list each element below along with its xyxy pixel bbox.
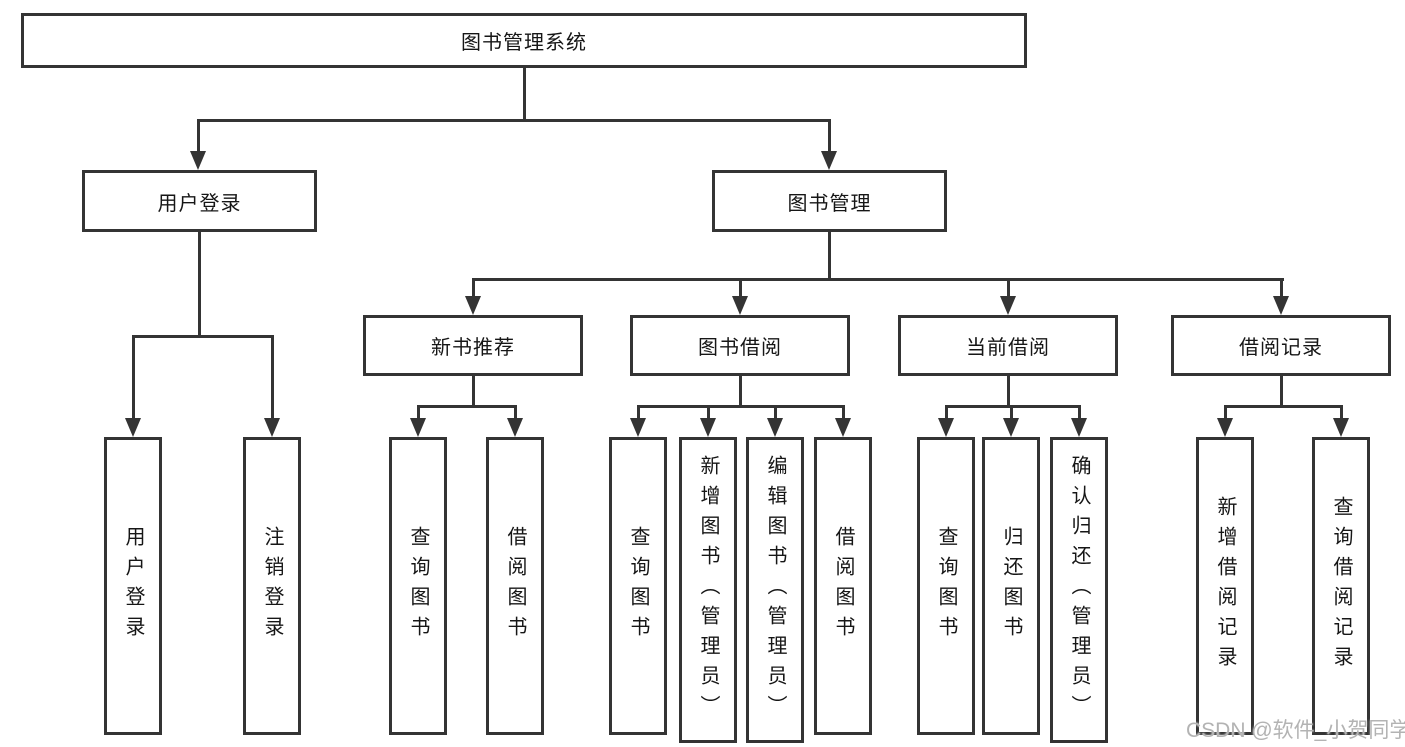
connector-line <box>472 278 475 298</box>
connector-line <box>739 278 742 298</box>
arrow-head-icon <box>1071 418 1087 437</box>
arrow-head-icon <box>732 296 748 315</box>
leaf-user-login: 用户登录 <box>104 437 162 735</box>
arrow-head-icon <box>700 418 716 437</box>
leaf-query-books-recommend-label: 查询图书 <box>407 526 429 646</box>
arrow-head-icon <box>630 418 646 437</box>
connector-line <box>514 405 517 420</box>
connector-line <box>1007 278 1010 298</box>
arrow-head-icon <box>264 418 280 437</box>
connector-line <box>1224 405 1227 420</box>
leaf-user-login-label: 用户登录 <box>122 526 144 646</box>
connector-line <box>132 335 135 420</box>
node-new-book-recommend: 新书推荐 <box>363 315 583 376</box>
node-current-borrow: 当前借阅 <box>898 315 1118 376</box>
arrow-head-icon <box>1003 418 1019 437</box>
node-borrow-records: 借阅记录 <box>1171 315 1391 376</box>
connector-line <box>739 376 742 405</box>
arrow-head-icon <box>767 418 783 437</box>
leaf-confirm-return-admin: 确认归还（管理员） <box>1050 437 1108 743</box>
node-book-management-label: 图书管理 <box>787 192 872 215</box>
leaf-return-book-label: 归还图书 <box>1000 526 1022 646</box>
leaf-add-book-admin-label: 新增图书（管理员） <box>697 455 719 725</box>
leaf-confirm-return-admin-label: 确认归还（管理员） <box>1068 455 1090 725</box>
arrow-head-icon <box>190 151 206 170</box>
leaf-logout: 注销登录 <box>243 437 301 735</box>
connector-line <box>1010 405 1013 420</box>
connector-line <box>945 405 1081 408</box>
node-book-borrow: 图书借阅 <box>630 315 850 376</box>
leaf-borrow-books-borrow-label: 借阅图书 <box>832 526 854 646</box>
leaf-query-borrow-record-label: 查询借阅记录 <box>1330 496 1352 676</box>
leaf-query-books-borrow-label: 查询图书 <box>627 526 649 646</box>
connector-line <box>707 405 710 420</box>
node-book-management: 图书管理 <box>712 170 947 232</box>
leaf-add-borrow-record: 新增借阅记录 <box>1196 437 1254 735</box>
csdn-watermark: CSDN @软件_小贺同学 <box>1186 719 1405 742</box>
connector-line <box>945 405 948 420</box>
connector-line <box>637 405 845 408</box>
connector-line <box>1224 405 1343 408</box>
connector-line <box>523 68 526 119</box>
leaf-query-books-current: 查询图书 <box>917 437 975 735</box>
connector-line <box>637 405 640 420</box>
connector-line <box>1007 376 1010 405</box>
connector-line <box>828 232 831 278</box>
leaf-query-books-recommend: 查询图书 <box>389 437 447 735</box>
leaf-add-book-admin: 新增图书（管理员） <box>679 437 737 743</box>
leaf-query-books-current-label: 查询图书 <box>935 526 957 646</box>
leaf-query-borrow-record: 查询借阅记录 <box>1312 437 1370 735</box>
arrow-head-icon <box>410 418 426 437</box>
node-new-book-recommend-label: 新书推荐 <box>431 337 515 359</box>
connector-line <box>1078 405 1081 420</box>
node-user-login: 用户登录 <box>82 170 317 232</box>
connector-line <box>197 119 200 152</box>
leaf-add-borrow-record-label: 新增借阅记录 <box>1214 496 1236 676</box>
arrow-head-icon <box>1217 418 1233 437</box>
arrow-head-icon <box>507 418 523 437</box>
node-root-label: 图书管理系统 <box>461 32 587 54</box>
node-book-borrow-label: 图书借阅 <box>698 337 782 359</box>
connector-line <box>1280 376 1283 405</box>
connector-line <box>1280 278 1283 298</box>
connector-line <box>417 405 420 420</box>
arrow-head-icon <box>1333 418 1349 437</box>
node-current-borrow-label: 当前借阅 <box>966 337 1050 359</box>
connector-line <box>472 376 475 405</box>
arrow-head-icon <box>1000 296 1016 315</box>
connector-line <box>472 278 1284 281</box>
leaf-borrow-books-recommend-label: 借阅图书 <box>504 526 526 646</box>
node-borrow-records-label: 借阅记录 <box>1239 337 1323 359</box>
leaf-query-books-borrow: 查询图书 <box>609 437 667 735</box>
arrow-head-icon <box>1273 296 1289 315</box>
node-root-system: 图书管理系统 <box>21 13 1027 68</box>
connector-line <box>828 119 831 152</box>
connector-line <box>197 119 831 122</box>
connector-line <box>1340 405 1343 420</box>
node-user-login-label: 用户登录 <box>157 192 242 215</box>
connector-line <box>198 232 201 335</box>
leaf-logout-label: 注销登录 <box>261 526 283 646</box>
leaf-edit-book-admin: 编辑图书（管理员） <box>746 437 804 743</box>
connector-line <box>271 335 274 420</box>
arrow-head-icon <box>821 151 837 170</box>
arrow-head-icon <box>125 418 141 437</box>
leaf-borrow-books-recommend: 借阅图书 <box>486 437 544 735</box>
leaf-edit-book-admin-label: 编辑图书（管理员） <box>764 455 786 725</box>
leaf-return-book: 归还图书 <box>982 437 1040 735</box>
connector-line <box>417 405 517 408</box>
leaf-borrow-books-borrow: 借阅图书 <box>814 437 872 735</box>
arrow-head-icon <box>465 296 481 315</box>
connector-line <box>132 335 274 338</box>
arrow-head-icon <box>835 418 851 437</box>
connector-line <box>774 405 777 420</box>
arrow-head-icon <box>938 418 954 437</box>
connector-line <box>842 405 845 420</box>
